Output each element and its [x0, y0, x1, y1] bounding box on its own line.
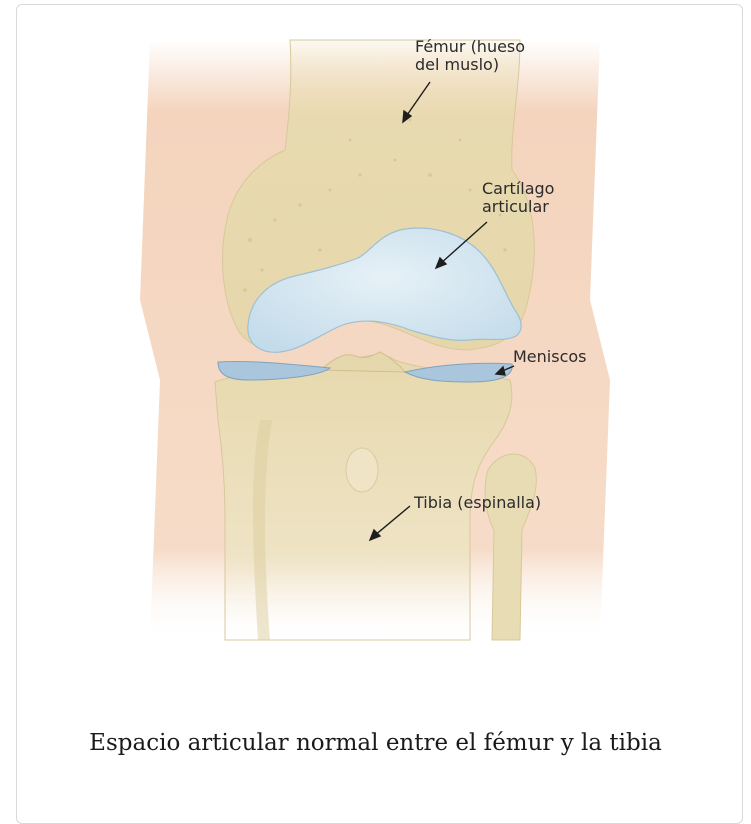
- knee-joint-illustration: [0, 0, 751, 650]
- tibial-tuberosity: [346, 448, 378, 492]
- label-femur: Fémur (hueso del muslo): [415, 38, 525, 74]
- label-menisci: Meniscos: [513, 348, 587, 366]
- label-tibia: Tibia (espinalla): [414, 494, 541, 512]
- label-cartilage: Cartílago articular: [482, 180, 554, 216]
- figure-caption: Espacio articular normal entre el fémur …: [0, 730, 751, 756]
